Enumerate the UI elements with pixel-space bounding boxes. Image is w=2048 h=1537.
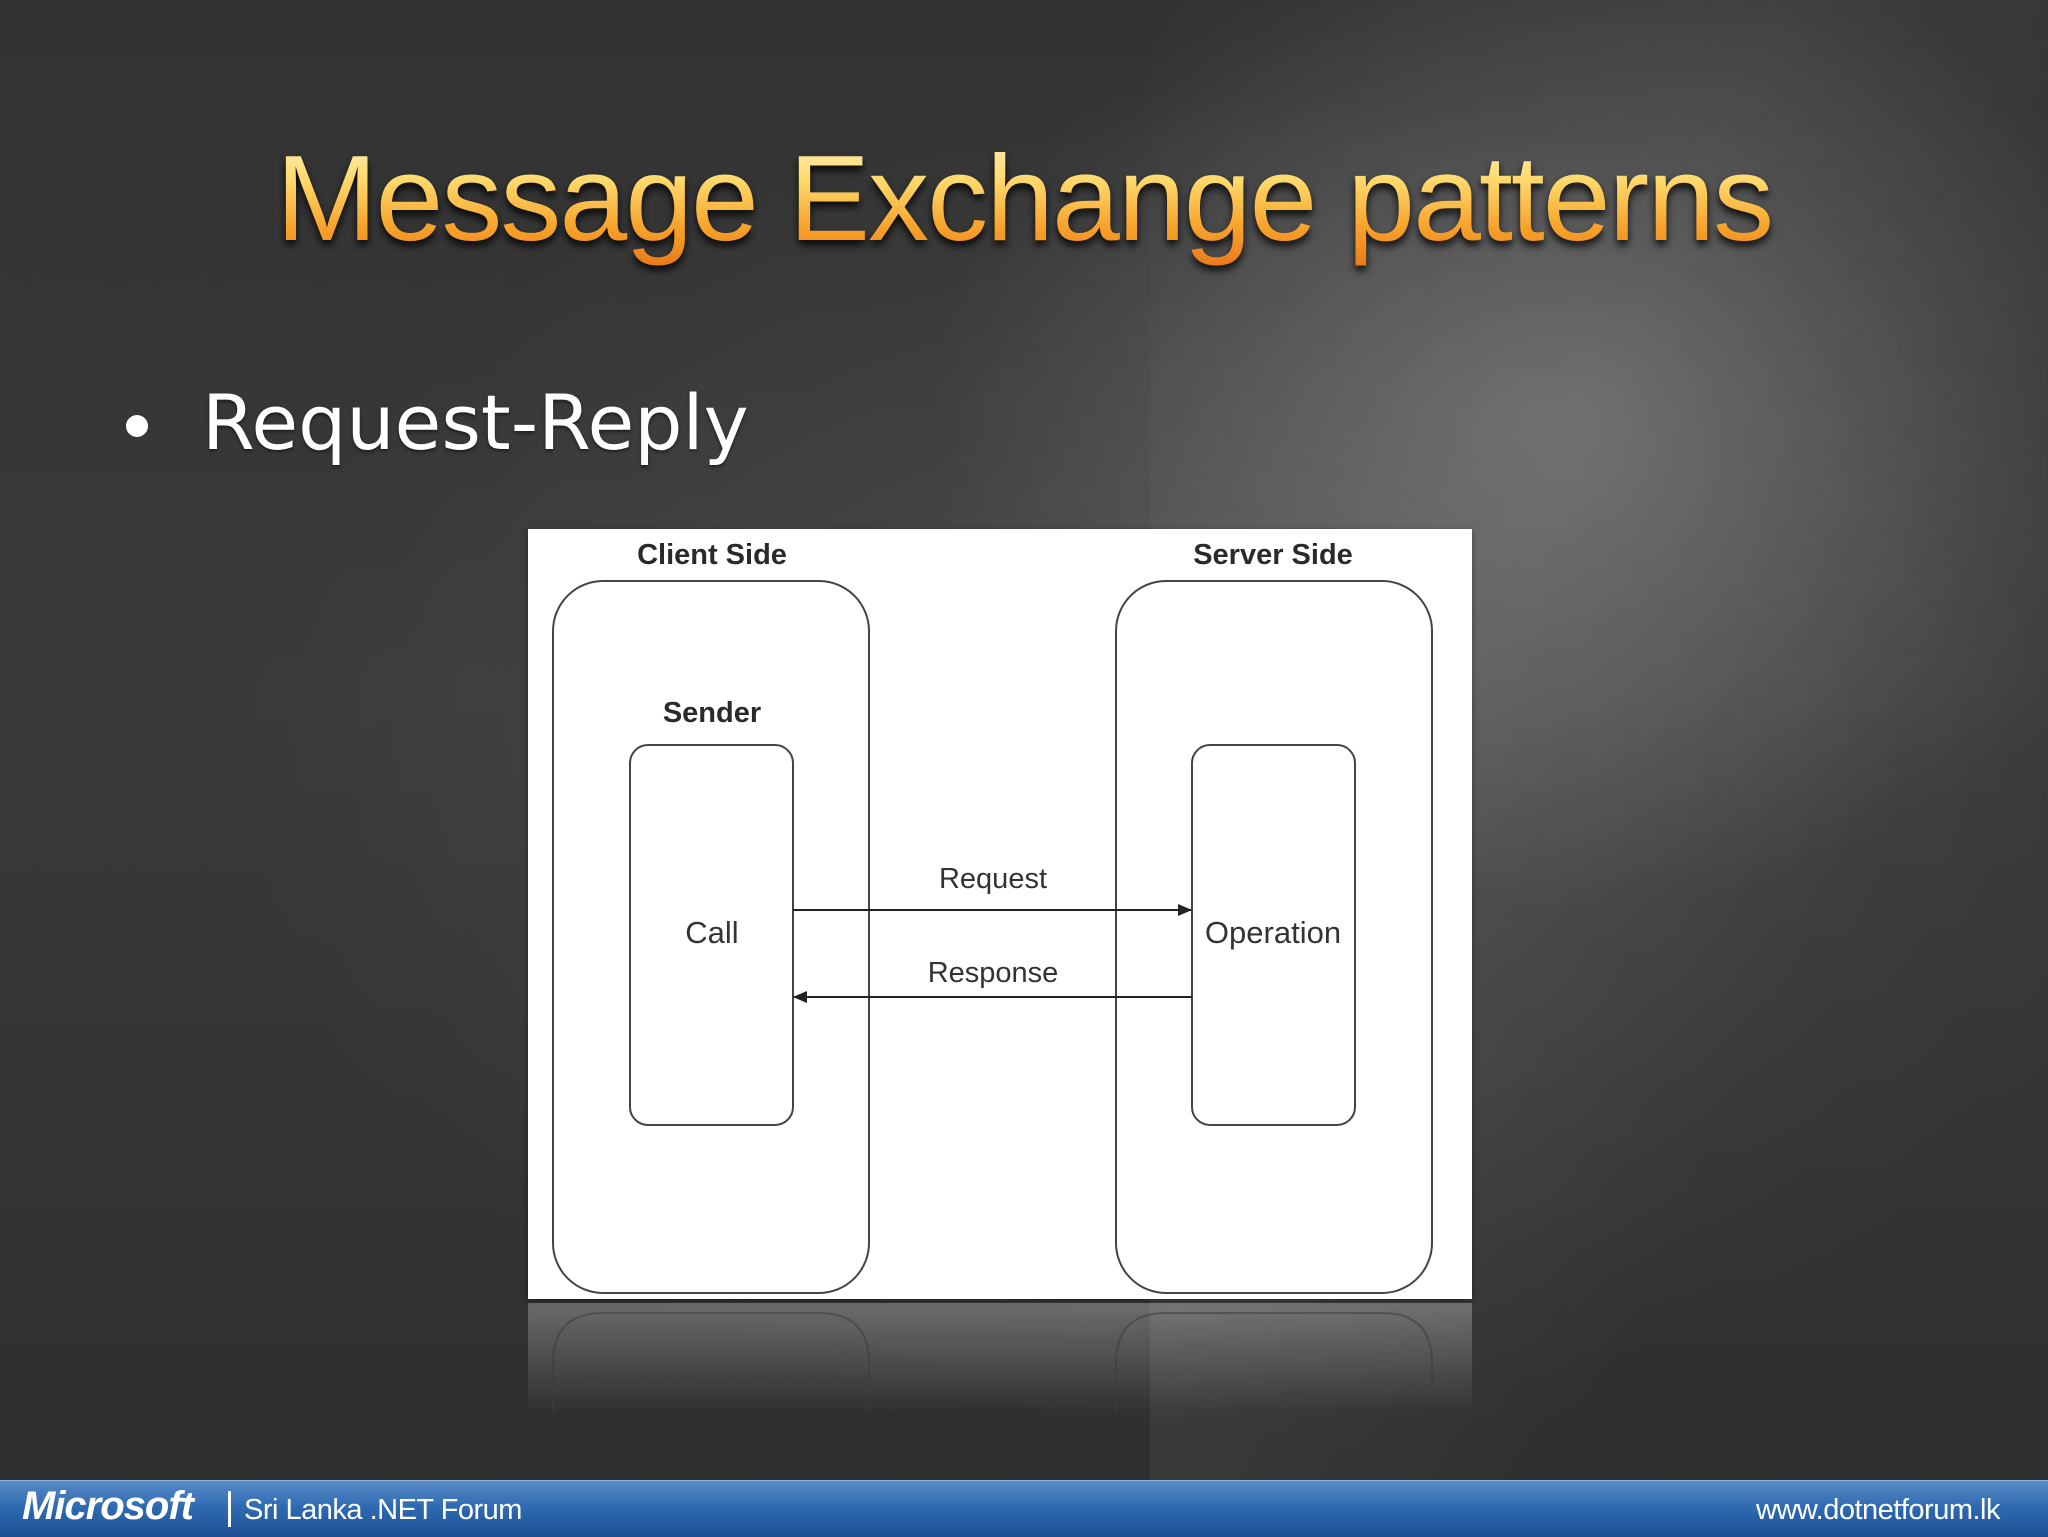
operation-label: Operation — [1205, 915, 1341, 950]
slide-title: Message Exchange patterns — [0, 128, 2048, 268]
request-reply-diagram: Client Side Server Side Sender Call Oper… — [552, 539, 1433, 1294]
footer-url: www.dotnetforum.lk — [1755, 1494, 2001, 1526]
footer-separator — [228, 1491, 231, 1527]
server-side-box — [1115, 580, 1433, 1294]
diagram-reflection — [528, 1303, 1472, 1413]
server-side-label: Server Side — [1193, 539, 1353, 571]
response-label: Response — [928, 957, 1059, 989]
call-box — [629, 744, 794, 1126]
call-label: Call — [685, 915, 738, 950]
bullet-dot-icon — [126, 414, 148, 437]
client-side-box — [552, 580, 870, 1294]
bullet-item: Request-Reply — [126, 378, 749, 467]
operation-box — [1191, 744, 1356, 1126]
client-side-label: Client Side — [637, 539, 787, 571]
reflection-shapes — [552, 1312, 1433, 1413]
request-label: Request — [939, 863, 1047, 895]
footer-bar: Microsoft Sri Lanka .NET Forum www.dotne… — [0, 1480, 2048, 1537]
diagram-panel: Client Side Server Side Sender Call Oper… — [528, 529, 1472, 1299]
bullet-text: Request-Reply — [202, 378, 749, 467]
footer-forum-name: Sri Lanka .NET Forum — [244, 1494, 522, 1526]
footer-brand-logo: Microsoft — [22, 1484, 194, 1528]
sender-label: Sender — [663, 697, 761, 729]
